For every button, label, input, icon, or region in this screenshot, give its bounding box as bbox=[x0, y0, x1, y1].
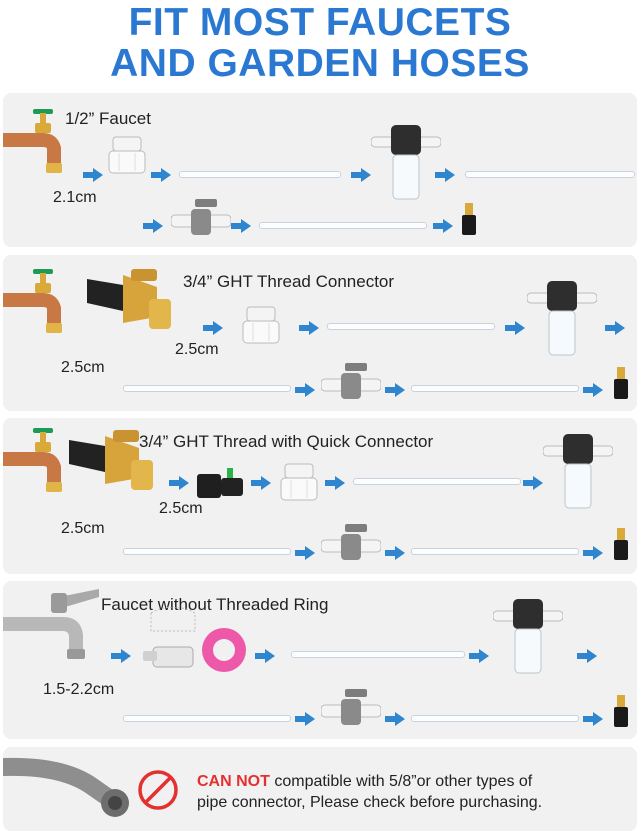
valve-icon bbox=[171, 197, 231, 237]
valve-icon bbox=[321, 687, 381, 727]
arrow-icon bbox=[523, 476, 543, 490]
arrow-icon bbox=[433, 219, 453, 233]
page-title-line-2: AND GARDEN HOSES bbox=[110, 42, 530, 85]
tube-icon bbox=[353, 478, 521, 485]
arrow-icon bbox=[351, 168, 371, 182]
tube-icon bbox=[123, 715, 291, 722]
arrow-icon bbox=[143, 219, 163, 233]
tube-icon bbox=[291, 651, 465, 658]
arrow-icon bbox=[111, 649, 131, 663]
brass-faucet-icon bbox=[3, 265, 83, 335]
dimension-label: 1.5-2.2cm bbox=[43, 681, 115, 698]
quick-connector-icon bbox=[197, 466, 247, 502]
row-half-inch-faucet: 1/2” Faucet 2.1cm bbox=[3, 93, 637, 247]
arrow-icon bbox=[169, 476, 189, 490]
arrow-icon bbox=[505, 321, 525, 335]
tube-icon bbox=[123, 385, 291, 392]
row-label: 1/2” Faucet bbox=[65, 109, 151, 128]
notice-emphasis: CAN NOT bbox=[197, 773, 270, 790]
nozzle-icon bbox=[611, 367, 631, 399]
hose-icon bbox=[3, 755, 133, 825]
arrow-icon bbox=[299, 321, 319, 335]
row-ght-quick-connector: 3/4” GHT Thread with Quick Connector 2.5… bbox=[3, 418, 637, 574]
tube-icon bbox=[411, 385, 579, 392]
arrow-icon bbox=[583, 546, 603, 560]
tube-icon bbox=[123, 548, 291, 555]
adapter-icon bbox=[107, 135, 147, 181]
notice-line-2: pipe connector, Please check before purc… bbox=[197, 794, 543, 811]
arrow-icon bbox=[295, 712, 315, 726]
notice-line-1: compatible with 5/8”or other types of bbox=[269, 773, 533, 790]
arrow-icon bbox=[295, 383, 315, 397]
arrow-icon bbox=[583, 383, 603, 397]
arrow-icon bbox=[231, 219, 251, 233]
arrow-icon bbox=[83, 168, 103, 182]
tube-icon bbox=[259, 222, 427, 229]
hose-connector-icon bbox=[87, 269, 177, 339]
tube-icon bbox=[327, 323, 495, 330]
valve-icon bbox=[321, 361, 381, 401]
filter-icon bbox=[371, 123, 441, 203]
nozzle-icon bbox=[459, 203, 479, 235]
dimension-label: 2.1cm bbox=[53, 189, 97, 206]
filter-icon bbox=[527, 279, 597, 359]
adapter-icon bbox=[241, 305, 281, 351]
arrow-icon bbox=[385, 383, 405, 397]
nozzle-icon bbox=[611, 695, 631, 727]
tube-icon bbox=[411, 715, 579, 722]
arrow-icon bbox=[325, 476, 345, 490]
chrome-faucet-icon bbox=[3, 587, 103, 667]
arrow-icon bbox=[295, 546, 315, 560]
arrow-icon bbox=[385, 546, 405, 560]
row-faucet-without-threaded-ring: Faucet without Threaded Ring 1.5-2.2cm bbox=[3, 581, 637, 739]
dimension-label: 2.5cm bbox=[61, 359, 105, 376]
arrow-icon bbox=[255, 649, 275, 663]
row-label: 3/4” GHT Thread Connector bbox=[183, 272, 395, 291]
arrow-icon bbox=[577, 649, 597, 663]
tube-icon bbox=[411, 548, 579, 555]
prohibited-icon bbox=[138, 770, 178, 810]
notice-text: CAN NOT compatible with 5/8”or other typ… bbox=[197, 771, 542, 813]
arrow-icon bbox=[469, 649, 489, 663]
row-label: Faucet without Threaded Ring bbox=[101, 595, 329, 614]
incompatibility-notice: CAN NOT compatible with 5/8”or other typ… bbox=[3, 747, 637, 831]
row-ght-thread-connector: 3/4” GHT Thread Connector 2.5cm 2.5cm bbox=[3, 255, 637, 411]
arrow-icon bbox=[435, 168, 455, 182]
arrow-icon bbox=[583, 712, 603, 726]
filter-icon bbox=[493, 597, 563, 677]
page-title-line-1: FIT MOST FAUCETS bbox=[128, 1, 512, 44]
row-label: 3/4” GHT Thread with Quick Connector bbox=[139, 432, 434, 451]
arrow-icon bbox=[251, 476, 271, 490]
dimension-label: 2.5cm bbox=[175, 341, 219, 358]
dimension-label: 2.5cm bbox=[61, 520, 105, 537]
arrow-icon bbox=[203, 321, 223, 335]
arrow-icon bbox=[151, 168, 171, 182]
filter-icon bbox=[543, 432, 613, 512]
nozzle-icon bbox=[611, 528, 631, 560]
arrow-icon bbox=[385, 712, 405, 726]
sealing-tape-icon bbox=[199, 625, 249, 675]
hose-clamp-icon bbox=[143, 607, 203, 677]
tube-icon bbox=[465, 171, 635, 178]
tube-icon bbox=[179, 171, 341, 178]
arrow-icon bbox=[605, 321, 625, 335]
dimension-label: 2.5cm bbox=[159, 500, 203, 517]
valve-icon bbox=[321, 522, 381, 562]
adapter-icon bbox=[279, 462, 319, 508]
